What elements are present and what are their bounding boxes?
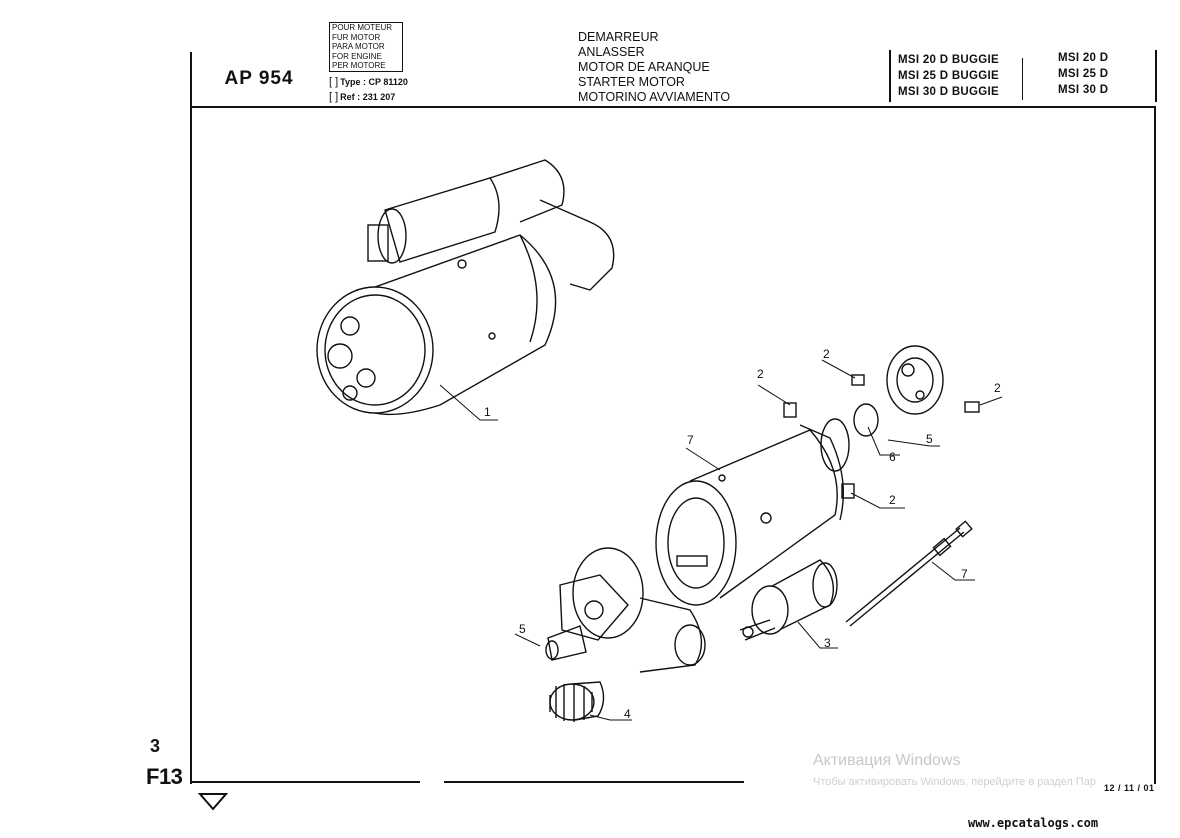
title-en: STARTER MOTOR — [578, 75, 685, 89]
model-item: MSI 25 D BUGGIE — [898, 70, 999, 82]
checkbox-icon: [ ] — [329, 91, 339, 103]
model-item: MSI 25 D — [1058, 68, 1109, 80]
model-item: MSI 20 D BUGGIE — [898, 54, 999, 66]
type-value: CP 81120 — [368, 77, 408, 87]
title-it: MOTORINO AVVIAMENTO — [578, 90, 731, 104]
models-divider — [1022, 58, 1023, 100]
models-box — [889, 50, 1157, 102]
language-label: PER MOTORE — [332, 61, 386, 70]
callout-label: 6 — [889, 450, 896, 464]
assembled-starter-motor — [316, 159, 615, 416]
windows-activation-subtitle: Чтобы активировать Windows, перейдите в … — [813, 776, 1096, 788]
engine-language-box: POUR MOTEUR FUR MOTOR PARA MOTOR FOR ENG… — [329, 22, 403, 72]
part-titles: DEMARREUR ANLASSER MOTOR DE ARANQUE STAR… — [578, 30, 730, 105]
print-date: 12 / 11 / 01 — [1104, 783, 1155, 793]
commutator-end-cap — [783, 345, 980, 499]
field-housing — [655, 424, 844, 606]
model-item: MSI 20 D — [1058, 52, 1109, 64]
callout-label: 5 — [926, 432, 933, 446]
language-label: FUR MOTOR — [332, 32, 381, 42]
type-ref-block: [ ]Type : CP 81120 [ ]Ref : 231 207 — [329, 75, 408, 105]
solenoid-switch — [739, 559, 838, 641]
callout-label: 2 — [889, 493, 896, 507]
callout-label: 1 — [484, 405, 491, 419]
ref-label: Ref : — [340, 92, 361, 102]
callout-label: 2 — [757, 367, 764, 381]
models-left: MSI 20 D BUGGIE MSI 25 D BUGGIE MSI 30 D… — [898, 52, 999, 100]
title-fr: DEMARREUR — [578, 30, 659, 44]
drive-end-bracket — [545, 547, 706, 673]
frame-bottom-line — [190, 781, 420, 783]
title-de: ANLASSER — [578, 45, 645, 59]
next-page-arrow-icon[interactable] — [198, 792, 228, 812]
callout-label: 3 — [824, 636, 831, 650]
callout-label: 7 — [961, 567, 968, 581]
checkbox-icon: [ ] — [329, 76, 339, 88]
ref-value: 231 207 — [362, 92, 396, 102]
language-label: PARA MOTOR — [332, 42, 385, 51]
callout-label: 4 — [624, 707, 631, 721]
through-bolt — [845, 520, 973, 627]
page-number: 3 — [150, 736, 161, 756]
model-item: MSI 30 D BUGGIE — [898, 86, 999, 98]
callout-label: 5 — [519, 622, 526, 636]
type-label: Type : — [340, 77, 367, 87]
language-label: FOR ENGINE — [332, 51, 382, 61]
callout-label: 7 — [687, 433, 694, 447]
language-label: POUR MOTEUR — [332, 23, 392, 32]
windows-activation-title: Активация Windows — [813, 752, 961, 769]
model-item: MSI 30 D — [1058, 84, 1109, 96]
title-es: MOTOR DE ARANQUE — [578, 60, 710, 74]
callout-label: 2 — [994, 381, 1001, 395]
drawing-frame — [190, 106, 1156, 784]
pinion-gear — [549, 681, 605, 722]
website-link[interactable]: www.epcatalogs.com — [968, 816, 1099, 830]
page-code: F13 — [146, 764, 183, 789]
callout-label: 2 — [823, 347, 830, 361]
models-right: MSI 20 D MSI 25 D MSI 30 D — [1058, 50, 1108, 98]
frame-bottom-line — [444, 781, 744, 783]
